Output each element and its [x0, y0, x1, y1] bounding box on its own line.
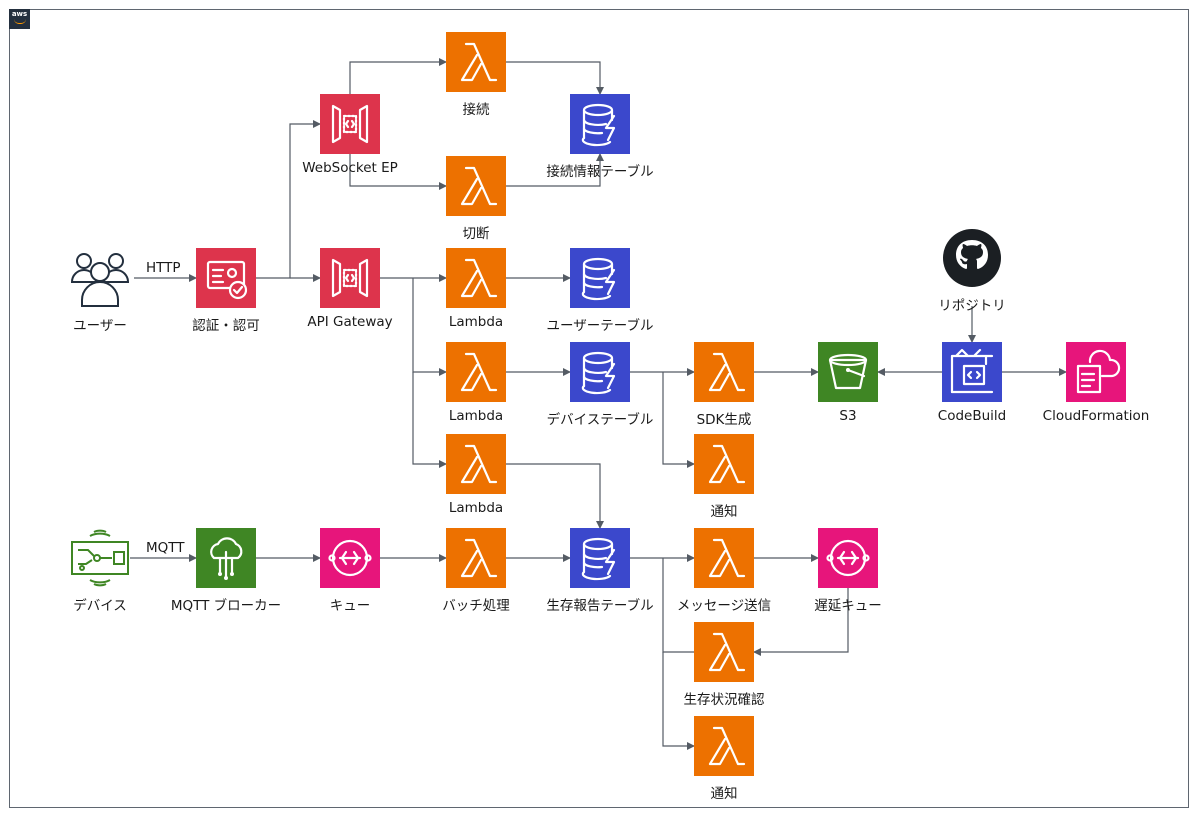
mqtt-label: MQTT — [146, 540, 185, 556]
http-label: HTTP — [146, 260, 181, 276]
node-label-notify1: 通知 — [710, 504, 738, 520]
dynamodb-icon — [570, 248, 630, 308]
node-label-alivecheck: 生存状況確認 — [683, 692, 765, 708]
lambda-icon — [446, 156, 506, 216]
dynamodb-icon — [570, 528, 630, 588]
aws-logo-text: aws — [11, 10, 28, 18]
node-label-lambda3: Lambda — [448, 500, 504, 516]
lambda-icon — [694, 434, 754, 494]
node-label-notify2: 通知 — [710, 786, 738, 802]
edge-apigw-lambda3 — [412, 372, 447, 468]
edge-disconnect-conntable — [506, 153, 604, 187]
node-label-wsep: WebSocket EP — [302, 160, 398, 176]
node-label-connect: 接続 — [462, 102, 490, 118]
lambda-icon — [694, 716, 754, 776]
lambda-icon — [446, 342, 506, 402]
node-label-msgsend: メッセージ送信 — [676, 598, 772, 614]
node-label-device: デバイス — [73, 598, 127, 614]
edge-auth-wsep — [256, 120, 321, 279]
cloudformation-icon — [1066, 342, 1126, 402]
users-icon — [70, 248, 130, 308]
node-label-batch: バッチ処理 — [442, 598, 510, 614]
edge-lambda3-alivetable — [506, 463, 604, 529]
node-label-queue: キュー — [329, 598, 371, 614]
lambda-icon — [694, 342, 754, 402]
edge-devtable-notify1 — [662, 372, 695, 468]
node-label-devtable: デバイステーブル — [546, 412, 654, 428]
sqs-icon — [818, 528, 878, 588]
node-label-disconnect: 切断 — [462, 226, 490, 242]
edge-apigw-lambda2 — [412, 278, 447, 376]
dynamodb-icon — [570, 94, 630, 154]
edge-wsep-disconnect — [349, 154, 447, 190]
aws-logo-icon: aws — [9, 9, 30, 29]
sqs-icon — [320, 528, 380, 588]
lambda-icon — [446, 528, 506, 588]
dynamodb-icon — [570, 342, 630, 402]
edge-wsep-connect — [349, 58, 447, 94]
apigateway-icon — [320, 94, 380, 154]
node-label-sdkgen: SDK生成 — [696, 412, 752, 428]
aws-cloud-frame — [9, 9, 1189, 808]
lambda-icon — [446, 248, 506, 308]
node-label-auth: 認証・認可 — [192, 318, 260, 334]
iot-device-icon — [70, 528, 130, 588]
node-label-lambda1: Lambda — [448, 314, 504, 330]
node-label-lambda2: Lambda — [448, 408, 504, 424]
s3-icon — [818, 342, 878, 402]
edge-connect-conntable — [506, 61, 604, 95]
node-label-delayq: 遅延キュー — [814, 598, 882, 614]
node-label-alivetable: 生存報告テーブル — [546, 598, 654, 614]
edge-delayq-alivecheck — [753, 588, 849, 656]
node-label-github: リポジトリ — [938, 298, 1006, 314]
cognito-icon — [196, 248, 256, 308]
lambda-icon — [446, 434, 506, 494]
codebuild-icon — [942, 342, 1002, 402]
node-label-apigw: API Gateway — [307, 314, 393, 330]
node-label-s3: S3 — [839, 408, 857, 424]
node-label-usertable: ユーザーテーブル — [546, 318, 654, 334]
lambda-icon — [446, 32, 506, 92]
lambda-icon — [694, 528, 754, 588]
iot-core-icon — [196, 528, 256, 588]
github-icon — [942, 228, 1002, 288]
lambda-icon — [694, 622, 754, 682]
node-label-codebuild: CodeBuild — [937, 408, 1007, 424]
node-label-conntable: 接続情報テーブル — [546, 164, 654, 180]
node-label-cfn: CloudFormation — [1042, 408, 1150, 424]
node-label-mqtt: MQTT ブローカー — [170, 598, 282, 614]
node-label-user: ユーザー — [73, 318, 127, 334]
edge-alivetable-notify2 — [662, 652, 695, 750]
apigateway-icon — [320, 248, 380, 308]
